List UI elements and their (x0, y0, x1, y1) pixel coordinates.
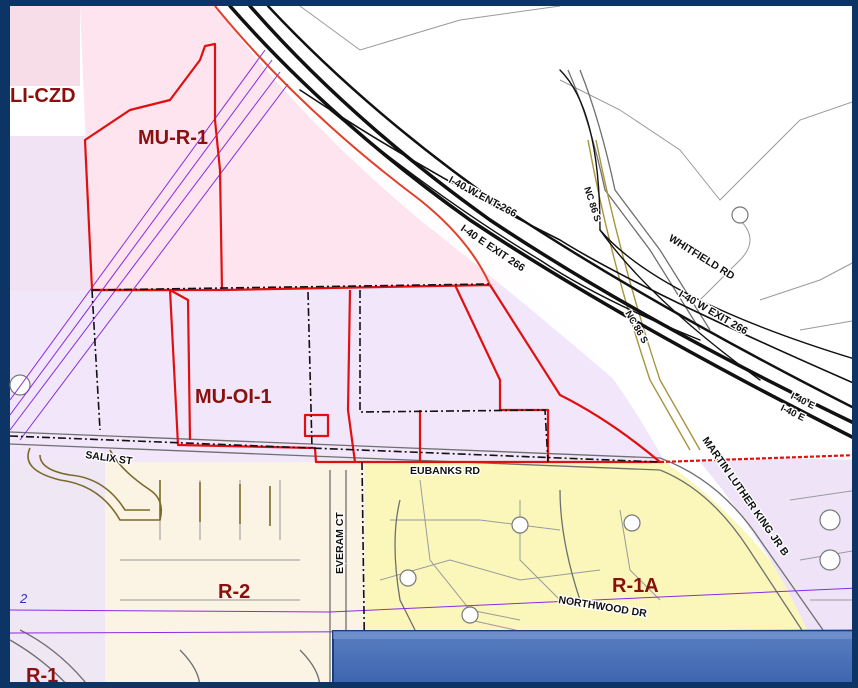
mu-oi-1-zone (10, 285, 665, 462)
mu-r-1-zone (80, 6, 530, 290)
zone-label-mu-oi-1: MU-OI-1 (195, 386, 272, 408)
nc-86-road (587, 139, 701, 451)
zone-label-mu-r-1: MU-R-1 (138, 127, 208, 149)
misc-label: 2 (19, 591, 28, 606)
salix-st-loop (27, 447, 271, 526)
highway-i40 (228, 4, 858, 442)
li-czd-zone (10, 6, 80, 91)
zone-label-r-2: R-2 (218, 581, 250, 603)
cul-de-sacs (9, 206, 841, 624)
zone-label-r-1a: R-1A (612, 575, 659, 597)
overlay-panel (332, 630, 858, 688)
zone-label-r-1: R-1 (26, 665, 58, 687)
street-label-eubanks-rd: EUBANKS RD (410, 465, 480, 477)
zone-label-li-czd: LI-CZD (10, 85, 76, 107)
street-label-everam-ct: EVERAM CT (334, 512, 346, 574)
